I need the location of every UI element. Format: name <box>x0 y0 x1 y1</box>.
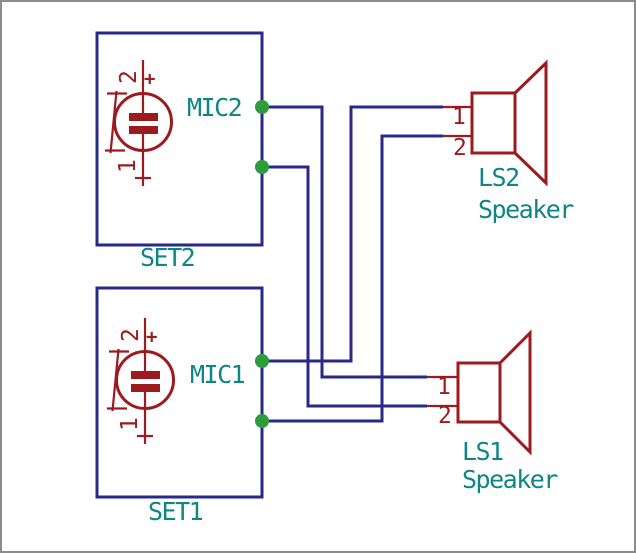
set1-sheet-name: SET1 <box>148 497 204 526</box>
ls2-pin1-number: 1 <box>452 104 466 130</box>
ls1-pin2-number: 2 <box>438 403 452 429</box>
set1-sheet-outline <box>95 286 264 499</box>
ls1-pin1-number: 1 <box>437 374 451 400</box>
mic2-plus-sign: + <box>144 68 156 90</box>
ls1-symbol <box>427 329 532 456</box>
ls2-driver-box <box>470 91 517 155</box>
junction-dot <box>255 100 269 114</box>
mic1-pin1-number: 1 <box>116 417 143 431</box>
mic2-pin1-number: 1 <box>114 159 141 173</box>
ls1-reference: LS1 <box>462 437 504 466</box>
junction-dot <box>255 160 269 174</box>
junction-dot <box>255 354 269 368</box>
ls2-value: Speaker <box>478 195 574 224</box>
junction-dot <box>255 414 269 428</box>
mic1-capsule-plate <box>131 371 160 379</box>
mic2-capsule-plate <box>129 113 158 121</box>
ls1-value: Speaker <box>462 465 558 494</box>
set2-sheet-outline <box>95 31 264 247</box>
mic2-pin2-number: 2 <box>115 70 142 84</box>
mic2-capsule-plate <box>129 126 158 134</box>
mic2-membrane-line <box>109 90 118 154</box>
ls2-pin2-number: 2 <box>453 135 467 161</box>
ls1-driver-box <box>456 361 502 424</box>
ls2-reference: LS2 <box>478 163 520 192</box>
mic1-capsule-plate <box>131 384 160 392</box>
wire-mic1-bottom-to-ls2-pin2 <box>262 134 443 423</box>
wire-mic2-bottom-to-ls1-pin2 <box>262 165 427 408</box>
set2-sheet-name: SET2 <box>140 243 196 272</box>
ls2-cone <box>513 59 548 187</box>
mic1-membrane-line <box>111 348 120 412</box>
wire-mic1-top-to-ls2-pin1 <box>262 105 443 363</box>
mic1-plus-sign: + <box>146 326 158 348</box>
ls1-cone <box>498 329 532 456</box>
ls2-symbol <box>443 59 548 187</box>
mic1-pin2-number: 2 <box>117 328 144 342</box>
wire-mic2-top-to-ls1-pin1 <box>262 105 427 379</box>
mic1-symbol <box>107 318 175 444</box>
mic2-reference: MIC2 <box>187 93 243 122</box>
mic2-symbol <box>105 60 173 186</box>
mic1-reference: MIC1 <box>190 360 246 389</box>
